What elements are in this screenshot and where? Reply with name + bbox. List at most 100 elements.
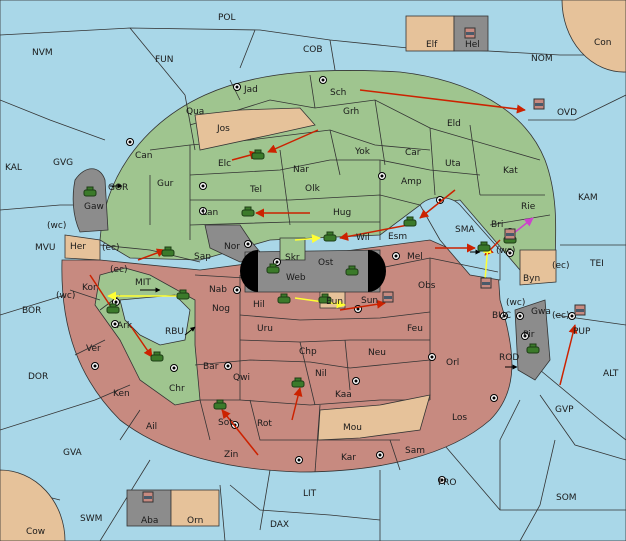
- label-feu: Feu: [407, 324, 423, 334]
- label-nil: Nil: [315, 369, 327, 379]
- prov-byn: [519, 249, 557, 286]
- corner-labels: Con Cow Elf Hel Aba Orn: [26, 38, 612, 537]
- army-unit: [477, 241, 491, 252]
- label-jos: Jos: [216, 124, 230, 134]
- sea-alt: ALT: [603, 369, 619, 379]
- label-los: Los: [452, 413, 467, 423]
- label-bar: Bar: [203, 362, 219, 372]
- label-nar: Nar: [293, 165, 309, 175]
- label-hel: Hel: [465, 40, 480, 50]
- tag-ec-byn: (ec): [552, 261, 570, 271]
- prov-jos: [194, 107, 316, 151]
- tag-ec-her: (ec): [102, 243, 120, 253]
- label-elf: Elf: [426, 40, 438, 50]
- label-chp: Chp: [299, 347, 317, 357]
- label-orn: Orn: [187, 516, 203, 526]
- label-can: Can: [135, 151, 153, 161]
- label-chr: Chr: [169, 384, 185, 394]
- sea-rod: ROD: [499, 353, 519, 363]
- label-aba: Aba: [141, 516, 158, 526]
- sea-ovd: OVD: [557, 108, 577, 118]
- tag-ec-kor: (ec): [110, 265, 128, 275]
- fleet-unit: [574, 304, 586, 316]
- label-qwi: Qwi: [233, 373, 250, 383]
- black-cap-east: [368, 250, 386, 292]
- label-hil: Hil: [253, 300, 265, 310]
- sea-mit: MIT: [135, 278, 151, 288]
- tag-wc-her: (wc): [47, 221, 66, 231]
- sea-pol: POL: [218, 13, 236, 23]
- sea-fro: FRO: [438, 478, 457, 488]
- label-ail: Ail: [146, 422, 157, 432]
- sea-kal: KAL: [5, 163, 22, 173]
- tag-wc-bri: (wc): [496, 246, 515, 256]
- army-unit: [277, 293, 291, 304]
- sea-gvp: GVP: [555, 405, 574, 415]
- sea-mvu: MVU: [35, 243, 56, 253]
- sea-nvm: NVM: [32, 48, 53, 58]
- army-unit: [318, 293, 332, 304]
- army-unit: [150, 351, 164, 362]
- label-nor: Nor: [224, 242, 240, 252]
- label-con: Con: [594, 38, 612, 48]
- fleet-unit: [480, 277, 492, 289]
- army-unit: [345, 265, 359, 276]
- label-kaa: Kaa: [335, 390, 352, 400]
- sea-gor: GOR: [108, 183, 128, 193]
- label-sam: Sam: [405, 446, 425, 456]
- prov-her: [64, 234, 101, 261]
- label-kat: Kat: [503, 166, 518, 176]
- army-unit: [161, 246, 175, 257]
- sea-sma: SMA: [455, 225, 475, 235]
- label-nab: Nab: [209, 285, 227, 295]
- label-pir: Pir: [523, 330, 535, 340]
- sea-swm: SWM: [80, 514, 102, 524]
- label-hug: Hug: [333, 208, 351, 218]
- prov-gaw: [72, 168, 109, 233]
- label-ken: Ken: [113, 389, 130, 399]
- label-ost: Ost: [318, 258, 334, 268]
- fleet-unit: [464, 27, 476, 39]
- sea-kam: KAM: [578, 193, 598, 203]
- label-zin: Zin: [224, 450, 238, 460]
- army-unit: [106, 303, 120, 314]
- label-kor: Kor: [82, 283, 97, 293]
- label-grh: Grh: [343, 107, 359, 117]
- prov-pir: [514, 299, 551, 381]
- label-web: Web: [286, 273, 306, 283]
- tag-wc-gwa: (wc): [506, 298, 525, 308]
- label-elc: Elc: [218, 159, 231, 169]
- label-sot: Sot: [218, 418, 233, 428]
- label-gaw: Gaw: [84, 202, 104, 212]
- label-ark: Ark: [117, 321, 133, 331]
- box-orn: [170, 489, 220, 527]
- province-borders: [69, 74, 551, 473]
- label-gur: Gur: [157, 179, 174, 189]
- tag-ec-gwa: (ec): [552, 311, 570, 321]
- label-rie: Rie: [521, 202, 536, 212]
- sea-rbu: RBU: [165, 327, 184, 337]
- label-skr: Skr: [285, 253, 300, 263]
- sea-borders: [0, 27, 626, 541]
- corner-con: [561, 0, 626, 73]
- prov-skr: [279, 237, 306, 261]
- label-car: Car: [405, 148, 421, 158]
- tag-wc-kor: (wc): [56, 291, 75, 301]
- coast-tags: (wc) (ec) (ec) (wc) (wc) (ec) (wc) (ec): [47, 221, 570, 321]
- sea-labels: POL NVM FUN COB NOM OVD KAL GVG KAM GOR …: [5, 13, 619, 530]
- fleet-unit: [533, 98, 545, 110]
- army-unit: [291, 377, 305, 388]
- army-unit: [403, 216, 417, 227]
- label-mel: Mel: [407, 252, 423, 262]
- army-unit: [83, 186, 97, 197]
- sea-bor: BOR: [22, 306, 41, 316]
- army-unit: [241, 206, 255, 217]
- label-qua: Qua: [186, 107, 204, 117]
- label-orl: Orl: [446, 358, 459, 368]
- supply-centers: [91, 76, 576, 484]
- sea-tei: TEI: [589, 259, 604, 269]
- sea-gva: GVA: [63, 448, 83, 458]
- label-her: Her: [70, 242, 86, 252]
- label-neu: Neu: [368, 348, 386, 358]
- order-arrows: [89, 89, 578, 456]
